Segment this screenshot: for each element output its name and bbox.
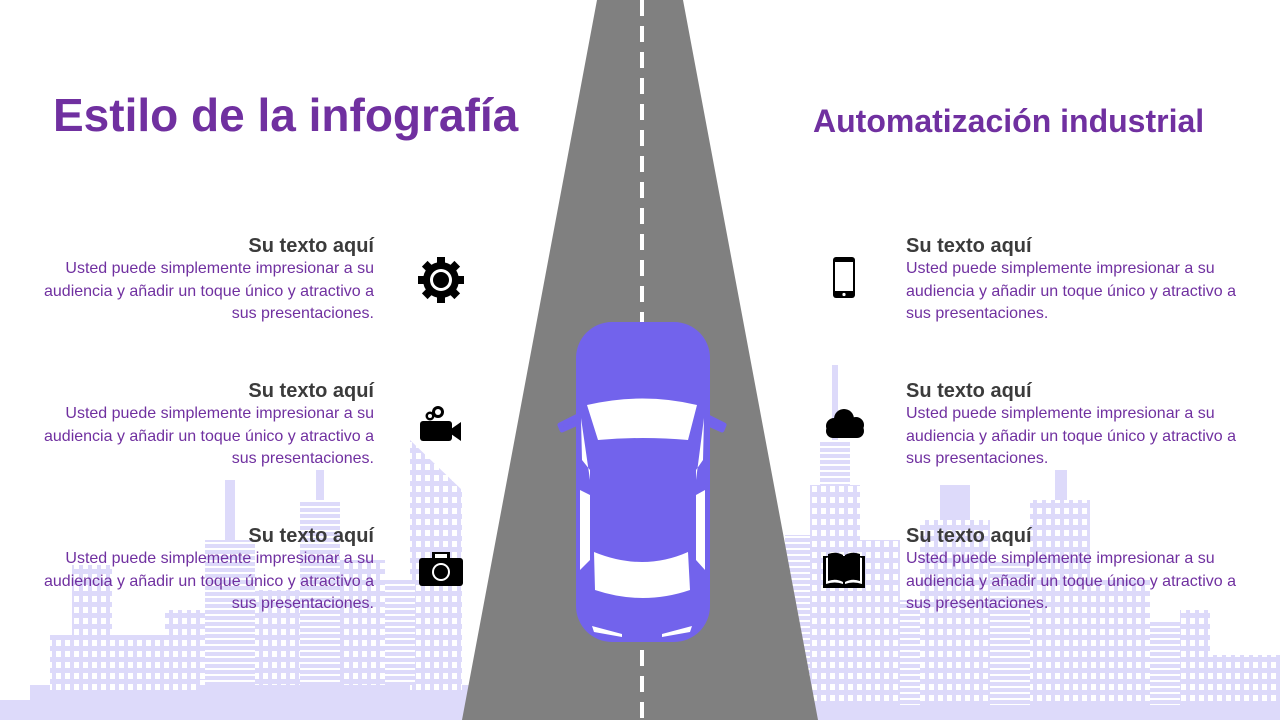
info-block-6: Su texto aquí Usted puede simplemente im… (906, 524, 1246, 616)
camera-icon (419, 552, 463, 586)
info-block-3: Su texto aquí Usted puede simplemente im… (34, 524, 374, 616)
car (557, 322, 727, 642)
info-heading: Su texto aquí (248, 525, 374, 547)
info-body: Usted puede simplemente impresionar a su… (44, 550, 374, 613)
info-block-5: Su texto aquí Usted puede simplemente im… (906, 379, 1246, 471)
info-body: Usted puede simplemente impresionar a su… (906, 550, 1236, 613)
info-heading: Su texto aquí (906, 525, 1032, 547)
video-camera-icon (420, 406, 461, 441)
info-body: Usted puede simplemente impresionar a su… (906, 260, 1236, 323)
book-icon (823, 552, 865, 588)
skyline-left (0, 440, 1280, 720)
info-heading: Su texto aquí (906, 235, 1032, 257)
page-subtitle: Automatización industrial (813, 103, 1205, 139)
page-title: Estilo de la infografía (53, 89, 519, 141)
info-block-1: Su texto aquí Usted puede simplemente im… (34, 234, 374, 326)
info-body: Usted puede simplemente impresionar a su… (906, 405, 1236, 468)
smartphone-icon (833, 257, 855, 298)
info-body: Usted puede simplemente impresionar a su… (44, 260, 374, 323)
info-heading: Su texto aquí (906, 380, 1032, 402)
info-heading: Su texto aquí (248, 380, 374, 402)
info-block-2: Su texto aquí Usted puede simplemente im… (34, 379, 374, 471)
info-body: Usted puede simplemente impresionar a su… (44, 405, 374, 468)
info-block-4: Su texto aquí Usted puede simplemente im… (906, 234, 1246, 326)
info-heading: Su texto aquí (248, 235, 374, 257)
cloud-icon (826, 409, 864, 438)
gear-icon (417, 256, 465, 304)
